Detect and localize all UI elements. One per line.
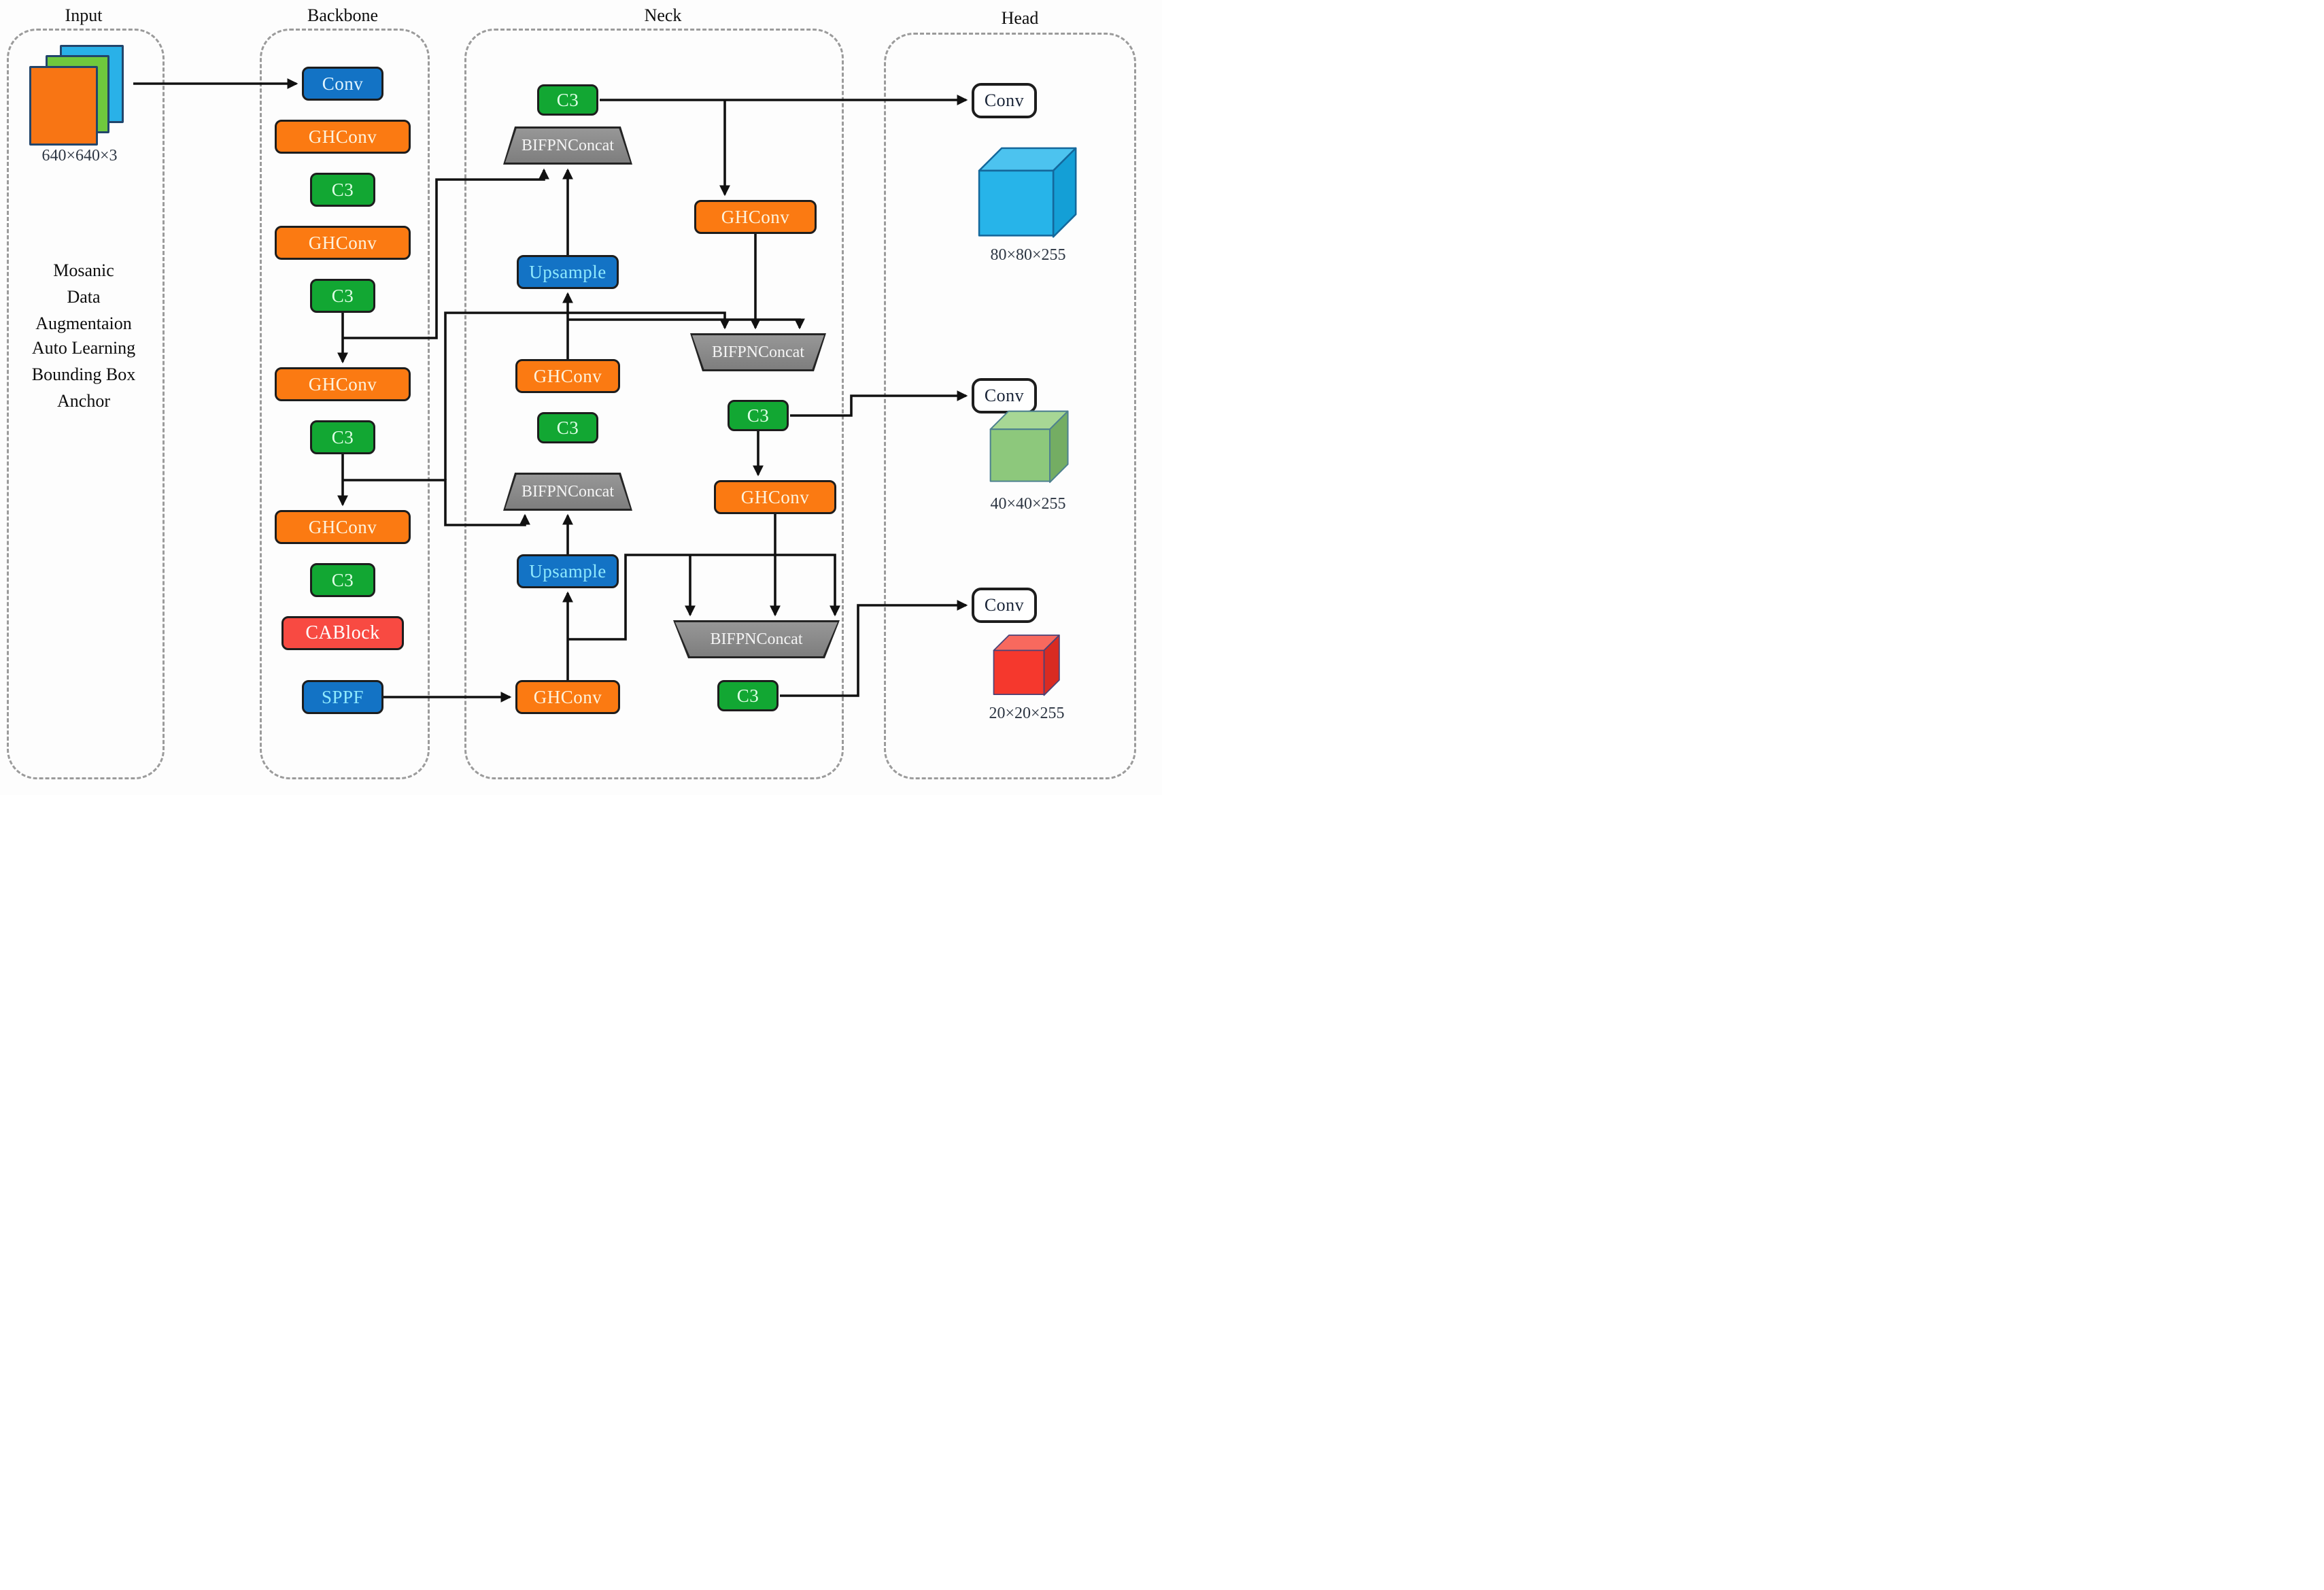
mosaic-augmentation-note: Mosanic Data Augmentaion [35,257,132,337]
input-container [7,29,165,779]
backbone-ghconv-2-block: GHConv [275,226,411,260]
head-conv-2-block: Conv [972,378,1037,413]
neck-ghconv-mid-block: GHConv [515,359,620,393]
section-label-head: Head [1001,8,1039,28]
head-conv-3-block: Conv [972,588,1037,623]
arrow-c3-right-1-to-head-conv-2 [790,390,968,417]
auto-anchor-note: Auto Learning Bounding Box Anchor [32,335,135,414]
input-size-caption: 640×640×3 [41,147,118,165]
neck-bifpnconcat-right-2: BIFPNConcat [673,620,840,658]
head-conv-1-block: Conv [972,83,1037,118]
arrow-p3-lateral-to-bifpn-top [343,168,549,339]
head-output-3-caption: 20×20×255 [989,705,1065,722]
arrow-ghconv-mid-branch-to-bifpn-right-1 [568,318,805,330]
note-line: Data [67,287,101,307]
arrow-p4-lateral-to-bifpn-right-1 [444,311,730,480]
neck-bifpnconcat-top: BIFPNConcat [503,126,632,165]
neck-c3-right-1-block: C3 [728,400,789,431]
backbone-ghconv-3-block: GHConv [275,367,411,401]
neck-container [464,29,844,779]
backbone-cablock-block: CABlock [281,616,404,650]
backbone-c3-4-block: C3 [310,563,375,597]
neck-ghconv-bottom-block: GHConv [515,680,620,714]
note-line: Anchor [57,391,110,411]
neck-ghconv-right-2-block: GHConv [714,480,836,514]
bifpnconcat-label: BIFPNConcat [711,343,804,361]
backbone-c3-3-block: C3 [310,420,375,454]
head-output-1-caption: 80×80×255 [990,246,1066,264]
cube-front-face [978,169,1055,237]
section-label-backbone: Backbone [307,5,378,25]
note-line: Augmentaion [35,314,132,333]
neck-ghconv-topright-block: GHConv [694,200,817,234]
backbone-c3-1-block: C3 [310,173,375,207]
connection-arrows [133,78,968,703]
backbone-ghconv-1-block: GHConv [275,120,411,154]
backbone-ghconv-4-block: GHConv [275,510,411,544]
backbone-c3-2-block: C3 [310,279,375,313]
section-label-input: Input [65,5,103,25]
note-line: Auto Learning [31,338,136,358]
cube-front-face [989,428,1051,482]
neck-bifpnconcat-mid: BIFPNConcat [503,473,632,511]
cube-front-face [993,649,1045,695]
arrow-p5-lateral-to-bifpn-right-2 [568,554,840,641]
feature-map-cube-20-icon [993,635,1060,696]
backbone-container [260,29,430,779]
neck-c3-mid-block: C3 [537,412,598,443]
neck-upsample-2-block: Upsample [517,554,619,588]
architecture-diagram: Input Backbone Neck Head 640×640×3 Mosan… [0,0,1162,795]
bifpnconcat-label: BIFPNConcat [710,630,803,648]
arrow-c3-right-2-to-head-conv-3 [780,600,968,697]
bifpnconcat-label: BIFPNConcat [521,136,614,154]
neck-c3-right-2-block: C3 [717,680,779,711]
neck-c3-top-block: C3 [537,84,598,116]
feature-map-cube-40-icon [989,410,1069,484]
backbone-conv-block: Conv [302,67,383,101]
feature-map-cube-80-icon [978,147,1077,238]
neck-bifpnconcat-right-1: BIFPNConcat [690,333,826,371]
arrow-p4-lateral-to-bifpn-mid [343,479,530,526]
neck-upsample-1-block: Upsample [517,255,619,289]
section-label-neck: Neck [644,5,682,25]
head-output-2-caption: 40×40×255 [990,495,1066,513]
input-image-orange [29,66,98,146]
note-line: Mosanic [53,260,114,280]
backbone-sppf-block: SPPF [302,680,383,714]
note-line: Bounding Box [31,365,136,384]
head-container [884,33,1136,779]
bifpnconcat-label: BIFPNConcat [521,482,614,501]
